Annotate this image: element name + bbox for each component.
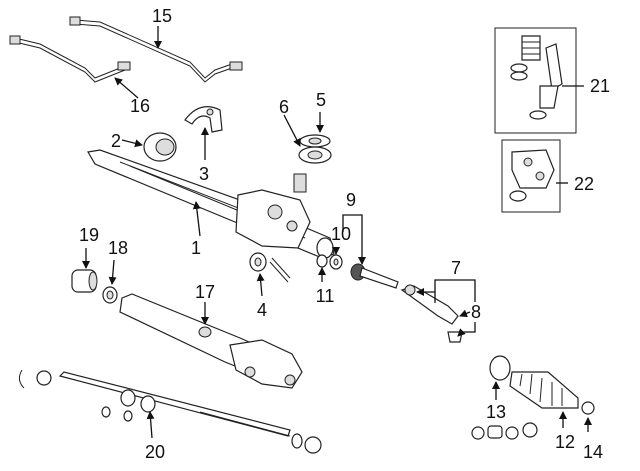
small-hardware-group-12 [471, 422, 538, 440]
callout-6: 6 [279, 97, 289, 117]
inset-box-part-21 [494, 27, 577, 134]
callout-9: 9 [346, 190, 356, 210]
rack-part-20 [18, 369, 322, 454]
callout-7: 7 [451, 258, 461, 278]
callout-19: 19 [79, 225, 99, 245]
hydraulic-line-15 [69, 16, 243, 83]
callout-10: 10 [331, 224, 351, 244]
callout-1: 1 [191, 238, 201, 258]
callout-22: 22 [574, 174, 594, 194]
callout-8: 8 [471, 302, 481, 322]
bracket-part [184, 106, 223, 133]
callout-2: 2 [111, 131, 121, 151]
inner-tie-rod-part [350, 263, 399, 289]
hardware-part-4 [249, 252, 291, 283]
bushing-part-19 [71, 269, 98, 293]
steering-gear-housing [87, 149, 335, 259]
seal-part-5 [299, 134, 331, 148]
bushing-part-18 [102, 286, 118, 304]
inset-box-part-22 [501, 139, 561, 213]
clamp-part-14 [581, 401, 595, 415]
outer-tie-rod-end-part [400, 284, 459, 325]
boot-part-12 [509, 371, 579, 409]
washer-part-10 [329, 254, 343, 270]
callout-11: 11 [316, 286, 335, 306]
callout-13: 13 [486, 402, 506, 422]
callout-15: 15 [152, 6, 172, 26]
callout-18: 18 [108, 238, 128, 258]
callout-12: 12 [555, 432, 575, 452]
seal-part-6 [298, 146, 332, 164]
callout-21: 21 [590, 76, 610, 96]
bushing-part [143, 132, 177, 162]
callout-14: 14 [583, 442, 603, 462]
gear-housing-part-17 [119, 293, 303, 389]
callout-4: 4 [257, 300, 267, 320]
callout-3: 3 [199, 164, 209, 184]
callout-17: 17 [195, 282, 215, 302]
callout-16: 16 [130, 96, 150, 116]
boot-clamp-part-13 [489, 355, 511, 381]
callout-5: 5 [316, 90, 326, 110]
nut-part-11 [316, 254, 328, 268]
leader-lines [82, 26, 592, 439]
callout-20: 20 [145, 442, 165, 462]
hydraulic-line-16 [9, 35, 131, 83]
